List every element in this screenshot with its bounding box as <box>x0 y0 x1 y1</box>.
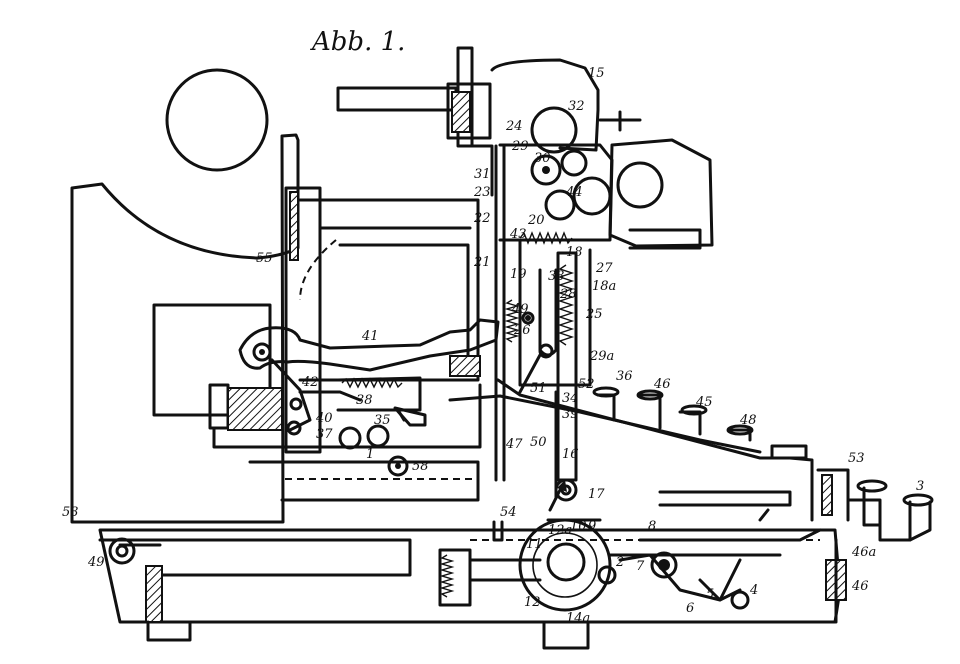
part-label: 24 <box>505 119 523 134</box>
part-label: 46 <box>851 579 869 594</box>
part-label: 9 <box>588 519 596 534</box>
cam-wheel <box>518 480 678 612</box>
part-label: 12 <box>524 595 541 610</box>
part-label: 11 <box>526 537 543 552</box>
part-label: 8 <box>648 519 656 534</box>
part-label: 21 <box>473 255 491 270</box>
part-label: 22 <box>473 211 491 226</box>
part-label: 49 <box>511 302 529 317</box>
part-label: 47 <box>505 437 523 452</box>
part-label: 33 <box>548 269 565 284</box>
part-label: 52 <box>578 377 595 392</box>
part-label: 41 <box>361 329 379 344</box>
part-label: 3 <box>916 479 924 494</box>
part-label: 18 <box>566 245 583 260</box>
part-label: 48 <box>739 413 757 428</box>
part-label: 40 <box>315 411 333 426</box>
upper-carriage <box>336 46 714 250</box>
part-label: 44 <box>565 185 583 200</box>
part-label: 7 <box>636 559 645 574</box>
part-label: 25 <box>585 307 603 322</box>
part-label: 43 <box>509 227 527 242</box>
part-label: 54 <box>500 505 517 520</box>
part-label: 55 <box>256 251 273 266</box>
part-label: 53 <box>848 451 865 466</box>
part-label: 30 <box>534 151 551 166</box>
typebar-lever <box>238 318 500 450</box>
part-label: 18a <box>592 279 616 294</box>
part-label: 53 <box>62 505 79 520</box>
part-label: 14a <box>566 611 590 626</box>
part-label: 51 <box>530 381 547 396</box>
part-label: 38 <box>356 393 373 408</box>
part-label: 6 <box>686 601 694 616</box>
part-label: 31 <box>474 167 491 182</box>
part-label: 4 <box>749 583 758 598</box>
part-label: 12a <box>548 523 572 538</box>
base-frame <box>98 528 847 650</box>
part-label: 2 <box>615 555 624 570</box>
part-label: 37 <box>316 427 333 442</box>
part-label: 20 <box>527 213 545 228</box>
part-label: 10 <box>570 519 587 534</box>
part-label: 32 <box>568 99 585 114</box>
part-labels: 15 32 24 29 30 31 23 44 22 20 43 18 21 1… <box>62 66 924 626</box>
part-label: 29a <box>589 349 614 364</box>
part-label: 29 <box>511 139 529 154</box>
part-label: 36 <box>616 369 633 384</box>
part-label: 46a <box>851 545 876 560</box>
part-label: 42 <box>301 375 319 390</box>
part-label: 23 <box>473 185 491 200</box>
part-label: 50 <box>530 435 547 450</box>
part-label: 45 <box>695 395 713 410</box>
round-disc <box>165 68 269 172</box>
vertical-guides <box>494 144 592 502</box>
key-levers <box>448 378 934 542</box>
part-label: 28 <box>559 287 577 302</box>
part-label: 49 <box>87 555 105 570</box>
part-label: 26 <box>513 323 531 338</box>
part-label: 46 <box>653 377 671 392</box>
part-label: 15 <box>588 66 605 81</box>
figure-title: Abb. 1. <box>310 27 405 57</box>
part-label: 34 <box>562 391 579 406</box>
part-label: 1 <box>366 447 374 462</box>
part-label: 27 <box>595 261 613 276</box>
part-label: 5 <box>706 587 714 602</box>
small-parts <box>387 455 770 610</box>
part-label: 17 <box>588 487 605 502</box>
part-label: 16 <box>562 447 579 462</box>
part-label: 35 <box>374 413 391 428</box>
part-label: 39 <box>562 407 579 422</box>
part-label: 19 <box>510 267 527 282</box>
part-label: 58 <box>412 459 429 474</box>
